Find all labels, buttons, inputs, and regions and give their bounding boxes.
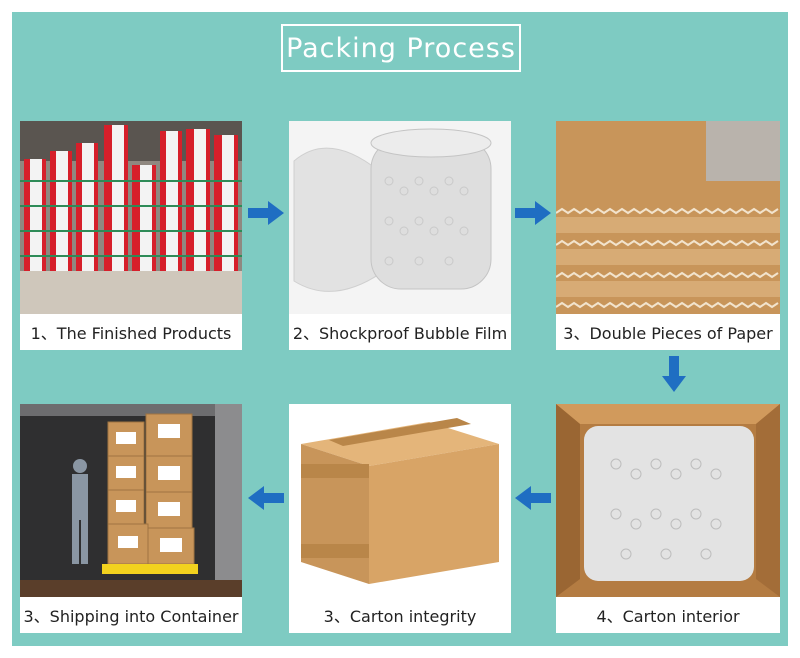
- arrow-left-icon: [515, 486, 551, 510]
- double-paper-photo: [556, 121, 780, 314]
- step-5-caption: 3、Carton integrity: [289, 597, 511, 633]
- carton-interior-photo: [556, 404, 780, 597]
- finished-products-photo: [20, 121, 242, 314]
- arrow-right-icon: [515, 201, 551, 225]
- step-6-caption: 3、Shipping into Container: [20, 597, 242, 633]
- step-3-caption: 3、Double Pieces of Paper: [556, 314, 780, 350]
- page-title: Packing Process: [281, 24, 521, 72]
- shipping-container-photo: [20, 404, 242, 597]
- step-1-caption: 1、The Finished Products: [20, 314, 242, 350]
- arrow-left-icon: [248, 486, 284, 510]
- bubble-film-photo: [289, 121, 511, 314]
- arrow-down-icon: [662, 356, 686, 392]
- step-4-caption: 4、Carton interior: [556, 597, 780, 633]
- carton-integrity-photo: [289, 404, 511, 597]
- arrow-right-icon: [248, 201, 284, 225]
- step-2-caption: 2、Shockproof Bubble Film: [289, 314, 511, 350]
